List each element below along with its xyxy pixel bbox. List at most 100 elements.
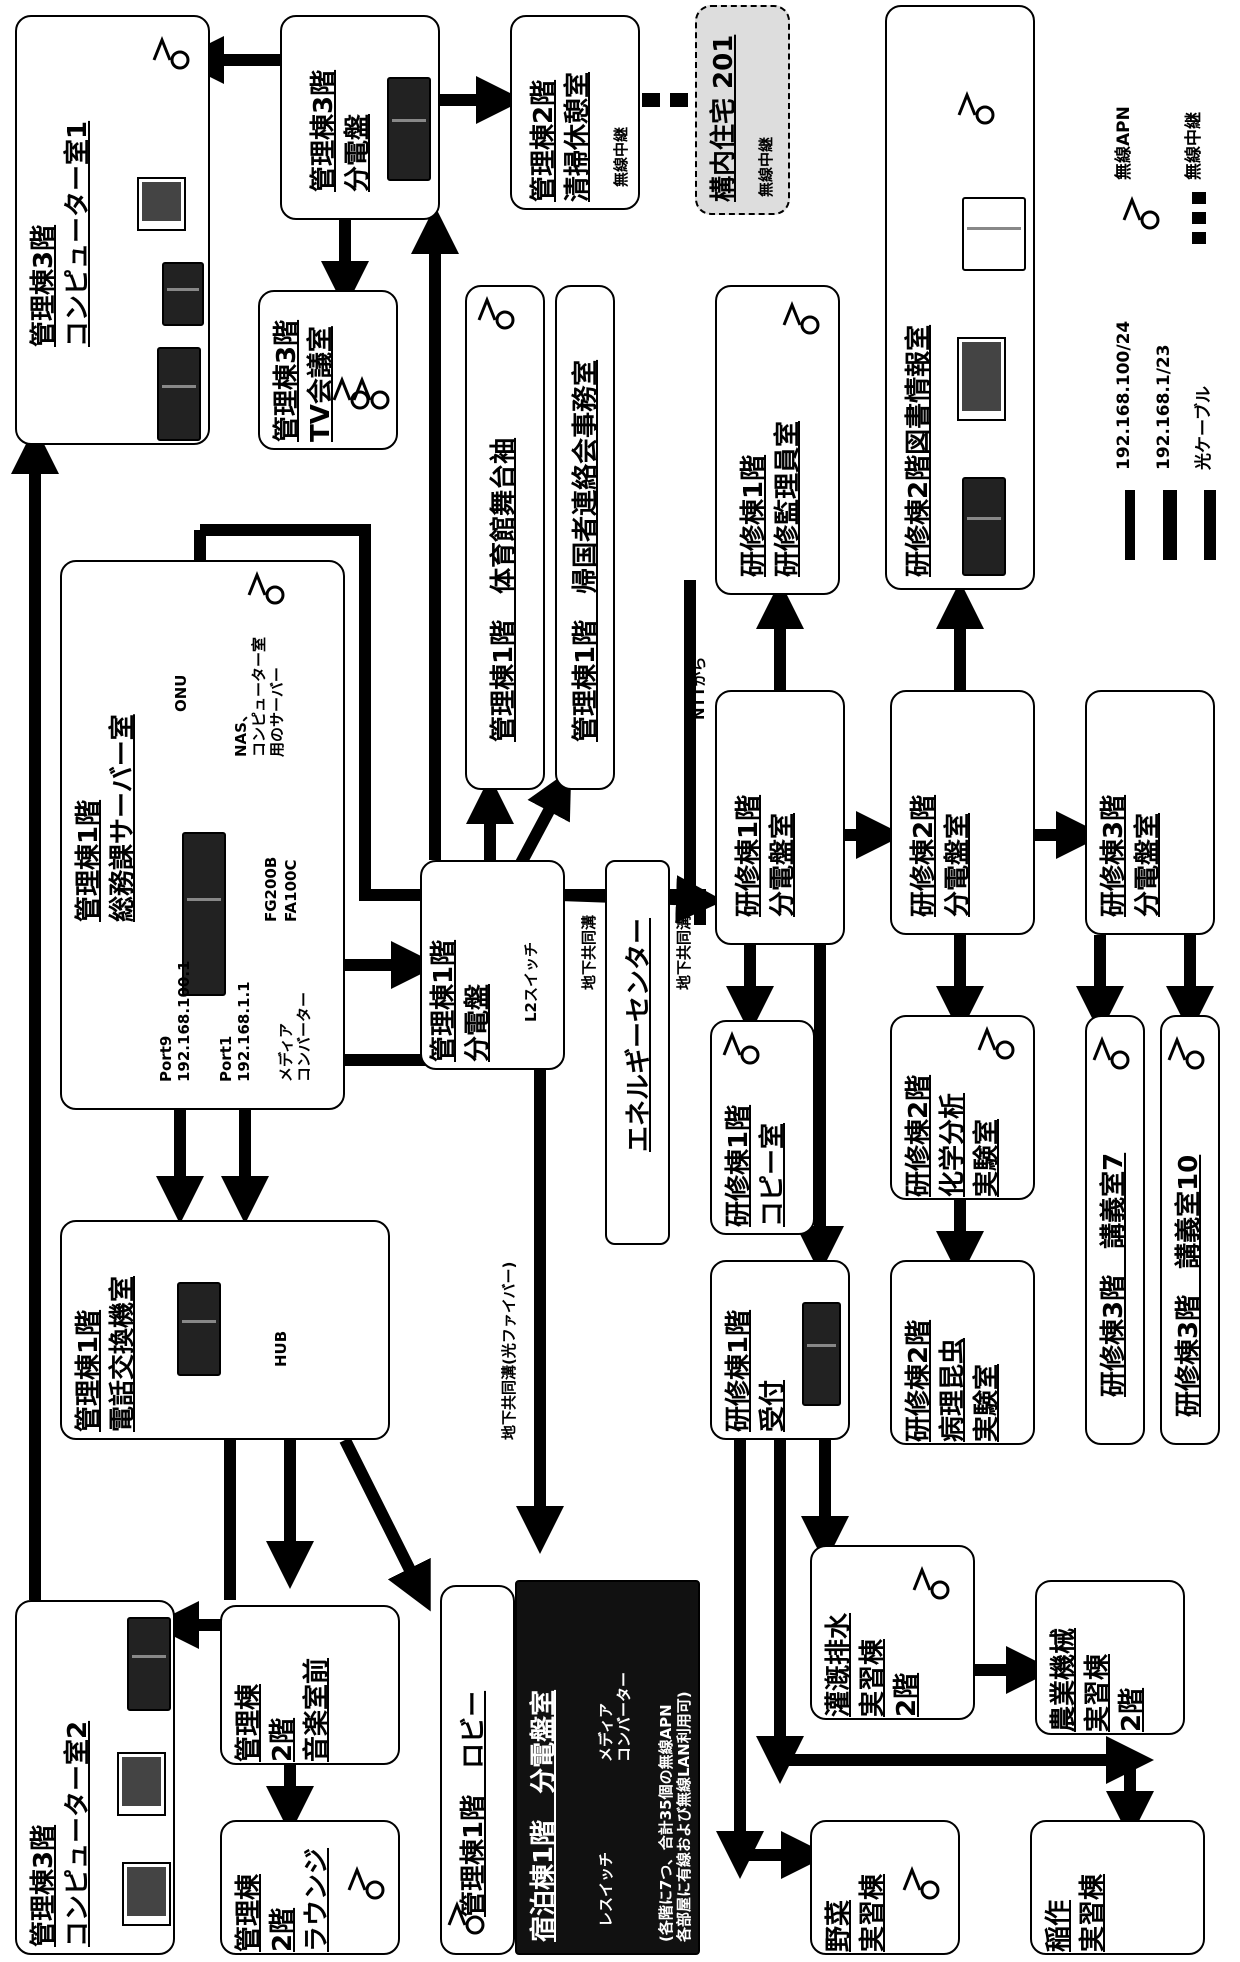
panel-1f-admin-label: 管理棟1階 分電盤	[429, 939, 493, 1062]
comp-room1-label: 管理棟3階 コンピューター室1	[29, 120, 93, 347]
wireless-apn-icon	[722, 1030, 760, 1065]
legend-relay-label: 無線中継	[1184, 112, 1204, 180]
wireless-apn-icon	[1167, 1035, 1205, 1070]
rice-label: 稲作 実習棟	[1044, 1873, 1108, 1952]
box-tv-room: 管理棟3階 TV会議室	[258, 290, 398, 450]
box-comp-room2: 管理棟3階 コンピューター室2	[15, 1600, 175, 1955]
box-gym: 管理棟1階 体育館舞台袖	[465, 285, 545, 790]
pc-icon	[137, 177, 186, 231]
box-panel-3f: 管理棟3階 分電盤	[280, 15, 440, 220]
box-energy-center: エネルギーセンター	[605, 860, 670, 1245]
panel-2f-training-label: 研修棟2階 分電盤室	[909, 794, 973, 917]
box-irrigation: 灌漑排水 実習棟 2階	[810, 1545, 975, 1720]
energy-center-label: エネルギーセンター	[624, 917, 654, 1152]
media-conv-label: メディア コンバーター	[277, 991, 313, 1082]
wireless-apn-icon	[902, 1865, 940, 1900]
machinery-label: 農業機械 実習棟 2階	[1049, 1627, 1147, 1732]
lobby-label: 管理棟1階 ロビー	[459, 1690, 489, 1917]
pc-icon	[957, 337, 1006, 421]
box-lecture10: 研修棟3階 講義室10	[1160, 1015, 1220, 1445]
box-panel-3f-training: 研修棟3階 分電盤室	[1085, 690, 1215, 935]
box-comp-room1: 管理棟3階 コンピューター室1	[15, 15, 210, 445]
wireless-apn-icon	[477, 295, 515, 330]
legend-fiber-label: 光ケーブル	[1194, 386, 1214, 470]
box-panel-1f-admin: 管理棟1階 分電盤 L2スイッチ	[420, 860, 565, 1070]
port1-label: Port1 192.168.1.1	[217, 981, 253, 1082]
panel-3f-training-label: 研修棟3階 分電盤室	[1099, 794, 1163, 917]
dorm201-label: 構内住宅 201	[709, 34, 739, 202]
legend-net100-label: 192.168.100/24	[1114, 320, 1134, 470]
box-cleaning-room: 管理棟2階 清掃休憩室 無線中継	[510, 15, 640, 210]
panel-3f-label: 管理棟3階 分電盤	[309, 69, 373, 192]
phone-room-label: 管理棟1階 電話交換機室	[74, 1275, 138, 1432]
switch-device-icon	[387, 77, 431, 181]
underground-label-2: 地下共同溝	[675, 914, 693, 990]
box-accommodation: 宿泊棟1階 分電盤室 メディア コンバーター レスイッチ (各階に7つ、合計35…	[515, 1580, 700, 1955]
switch-device-icon	[802, 1302, 841, 1406]
relay-label: 無線中継	[612, 126, 630, 187]
box-reception: 研修棟1階 受付	[710, 1260, 850, 1440]
accommodation-label: 宿泊棟1階 分電盤室	[529, 1689, 559, 1942]
wireless-apn-icon	[247, 570, 285, 605]
ntt-label: NTTから	[690, 656, 708, 720]
switch-device-icon	[962, 477, 1006, 576]
box-panel-2f-training: 研修棟2階 分電盤室	[890, 690, 1035, 935]
wireless-apn-icon	[447, 1900, 485, 1935]
wireless-apn-icon	[912, 1565, 950, 1600]
copy-room-label: 研修棟1階 コピー室	[724, 1104, 788, 1227]
server-device-icon	[162, 262, 204, 326]
firewall-device-icon	[182, 832, 226, 996]
monitor-room-label: 研修棟1階 研修監理員室	[739, 420, 803, 577]
pest-lab-label: 研修棟2階 病理昆虫 実験室	[904, 1319, 1002, 1442]
legend-apn-icon	[1122, 195, 1160, 230]
music-room-label: 管理棟 2階 音楽室前	[234, 1657, 332, 1762]
onu-label: ONU	[172, 674, 190, 713]
switch-device-icon	[127, 1617, 171, 1711]
pc-icon	[117, 1752, 166, 1816]
wireless-apn-icon	[977, 1025, 1015, 1060]
box-machinery: 農業機械 実習棟 2階	[1035, 1580, 1185, 1735]
wireless-apn-icon	[332, 375, 370, 410]
legend-relay-icon	[1192, 192, 1206, 244]
lecture10-label: 研修棟3階 講義室10	[1174, 1154, 1204, 1417]
acc-switch-label: レスイッチ	[597, 1851, 615, 1927]
switch-device-icon	[177, 1282, 221, 1376]
hub-label: HUB	[272, 1330, 290, 1367]
box-lobby: 管理棟1階 ロビー	[440, 1585, 515, 1955]
box-pest-lab: 研修棟2階 病理昆虫 実験室	[890, 1260, 1035, 1445]
wireless-apn-icon	[152, 35, 190, 70]
lecture7-label: 研修棟3階 講義室7	[1099, 1152, 1129, 1397]
box-library: 研修棟2階図書情報室	[885, 5, 1035, 590]
box-phone-room: 管理棟1階 電話交換機室 HUB	[60, 1220, 390, 1440]
box-vegetable: 野菜 実習棟	[810, 1820, 960, 1955]
irrigation-label: 灌漑排水 実習棟 2階	[824, 1612, 922, 1717]
box-music-room: 管理棟 2階 音楽室前	[220, 1605, 400, 1765]
nas-label: NAS、 コンピューター室 用のサーバー	[232, 636, 286, 757]
underground-label-1: 地下共同溝	[580, 914, 598, 990]
gym-label: 管理棟1階 体育館舞台袖	[489, 437, 519, 742]
box-panel-1f-training: 研修棟1階 分電盤室	[715, 690, 845, 945]
wireless-apn-icon	[347, 1865, 385, 1900]
port9-label: Port9 192.168.100.1	[157, 960, 193, 1082]
comp-room2-label: 管理棟3階 コンピューター室2	[29, 1720, 93, 1947]
tv-room-label: 管理棟3階 TV会議室	[272, 319, 336, 442]
relay-label-dorm: 無線中継	[757, 136, 775, 197]
lounge-label: 管理棟 2階 ラウンジ	[234, 1847, 332, 1952]
chem-lab-label: 研修棟2階 化学分析 実験室	[904, 1074, 1002, 1197]
legend-net1-label: 192.168.1/23	[1154, 344, 1174, 470]
box-monitor-room: 研修棟1階 研修監理員室	[715, 285, 840, 595]
box-lounge: 管理棟 2階 ラウンジ	[220, 1820, 400, 1955]
box-rice: 稲作 実習棟	[1030, 1820, 1205, 1955]
reception-label: 研修棟1階 受付	[724, 1309, 788, 1432]
fg200b-label: FG200B	[262, 856, 280, 922]
wireless-apn-icon	[1092, 1035, 1130, 1070]
box-returnees: 管理棟1階 帰国者連絡会事務室	[555, 285, 615, 790]
library-label: 研修棟2階図書情報室	[904, 324, 934, 577]
returnees-label: 管理棟1階 帰国者連絡会事務室	[571, 359, 601, 742]
box-lecture7: 研修棟3階 講義室7	[1085, 1015, 1145, 1445]
acc-note: (各階に7つ、合計35個の無線APN 各部屋に有線および無線LAN利用可)	[657, 1691, 693, 1942]
pc-icon	[122, 1862, 171, 1926]
underground-fiber-label: 地下共同溝(光ファイバー)	[500, 1261, 518, 1440]
box-server-room: 管理棟1階 総務課サーバー室 ONU NAS、 コンピューター室 用のサーバー …	[60, 560, 345, 1110]
acc-media-label: メディア コンバーター	[597, 1671, 633, 1762]
